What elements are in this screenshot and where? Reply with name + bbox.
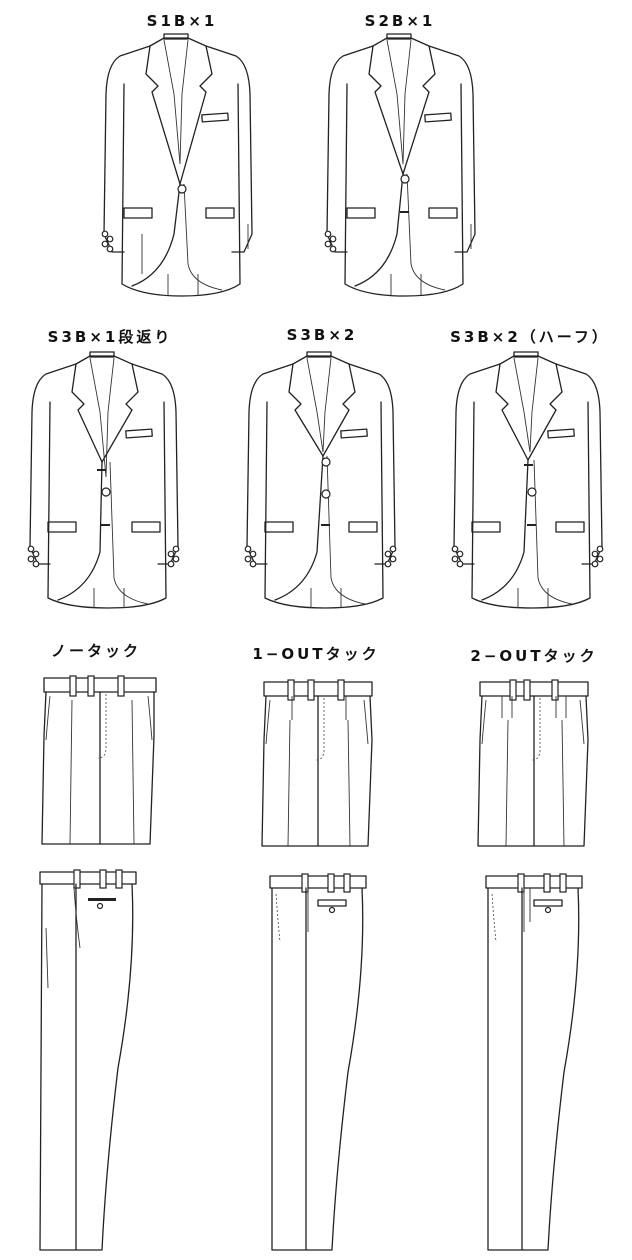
trouser-label-no-tuck: ノータック <box>50 642 142 660</box>
jacket-label-s1b1: S1B×1 <box>146 12 218 30</box>
jacket-s1b1 <box>101 33 262 303</box>
jacket-label-s3b2: S3B×2 <box>286 326 358 344</box>
jacket-label-s3b1-rolled: S3B×1段返り <box>47 328 173 346</box>
trouser-side-no-tuck <box>38 868 142 1258</box>
jacket-s2b1 <box>324 33 485 303</box>
jacket-s3b1-rolled <box>27 351 188 616</box>
jacket-label-s3b2-half: S3B×2（ハーフ） <box>450 328 610 346</box>
trouser-front-no-tuck <box>41 675 162 852</box>
jacket-s3b2-half <box>451 351 612 616</box>
trouser-label-1-out-tuck: 1−OUTタック <box>252 645 380 663</box>
trouser-side-1-out-tuck <box>268 872 372 1258</box>
jacket-label-s2b1: S2B×1 <box>364 12 436 30</box>
trouser-side-2-out-tuck <box>484 872 588 1258</box>
trouser-front-2-out-tuck <box>477 679 594 856</box>
jacket-s3b2 <box>244 351 405 616</box>
trouser-front-1-out-tuck <box>261 679 378 856</box>
trouser-label-2-out-tuck: 2−OUTタック <box>470 647 598 665</box>
